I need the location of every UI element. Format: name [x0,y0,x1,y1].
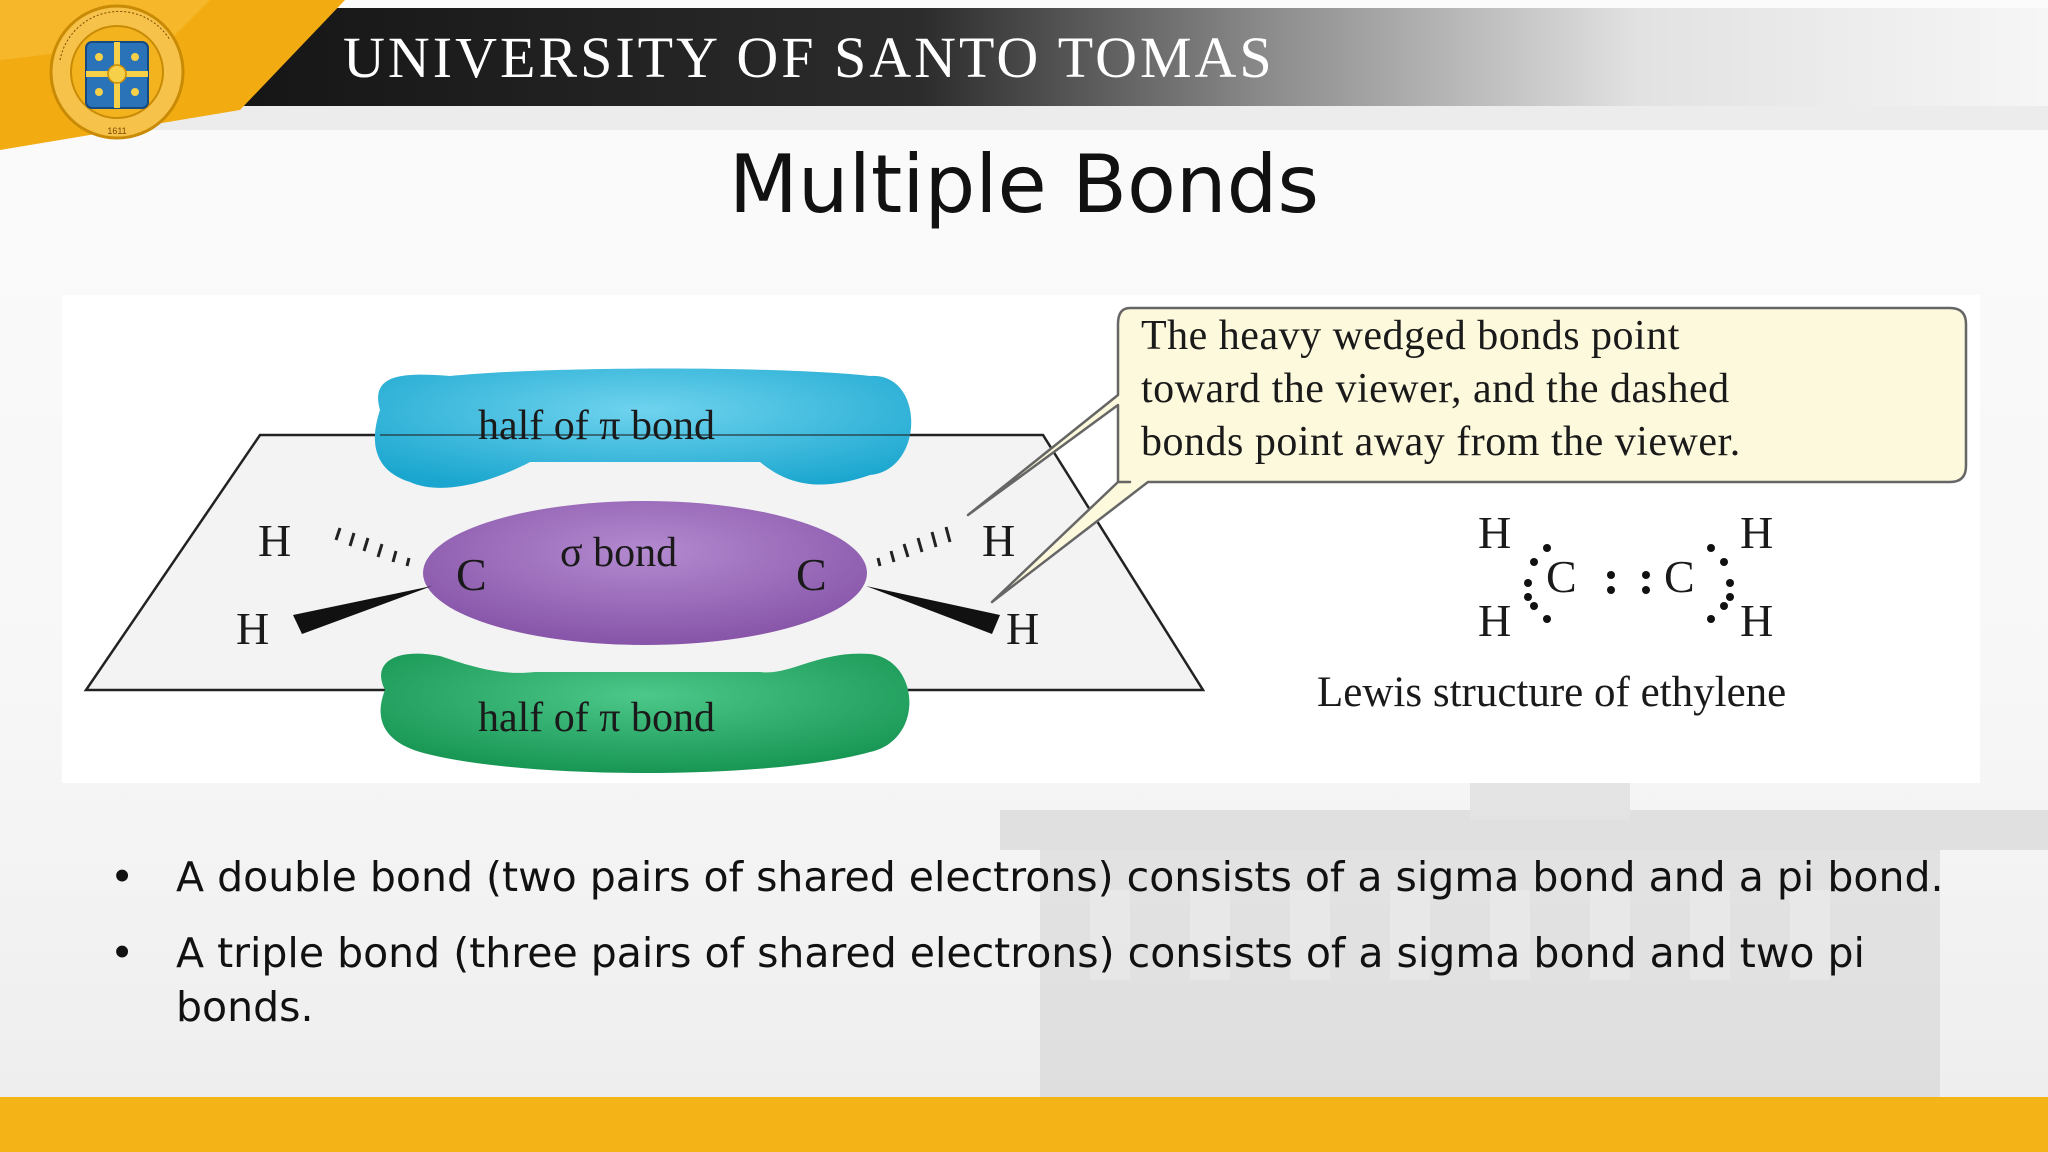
left-carbon-label: C [456,549,487,600]
bullet-text: A double bond (two pairs of shared elect… [176,853,1944,901]
bullet-list: • A double bond (two pairs of shared ele… [108,850,1988,1056]
lewis-h-bottom-right: H [1740,595,1774,646]
pi-bond-bottom-label: half of π bond [478,695,715,741]
university-name: UNIVERSITY OF SANTO TOMAS [343,25,1275,90]
callout-line: bonds point away from the viewer. [1141,419,1741,465]
right-wedge-bond [866,586,1000,634]
pi-bond-bottom-lobe [380,653,910,773]
bullet-text: A triple bond (three pairs of shared ele… [176,929,1865,1031]
lewis-electron-dots [1524,544,1734,623]
hydrogen-bottom-left: H [236,603,270,654]
svg-text:1611: 1611 [107,126,126,136]
left-wedge-bond [293,586,432,634]
lewis-h-top-right: H [1740,507,1774,558]
right-dashed-bond [876,526,952,567]
pi-bond-top-label: half of π bond [478,403,715,449]
background-building-watermark [1000,740,2048,1100]
bullet-marker: • [110,853,135,901]
lewis-h-bottom-left: H [1478,595,1512,646]
slide-title: Multiple Bonds [728,138,1320,231]
bullet-marker: • [110,929,135,977]
pi-bond-top-lobe [374,368,912,488]
hydrogen-bottom-right: H [1006,603,1040,654]
bullet-item: • A double bond (two pairs of shared ele… [108,850,1988,904]
ethylene-bonding-diagram [83,306,1968,773]
callout-bubble [966,306,1968,604]
sigma-bond-lobe [423,501,867,645]
callout-text: The heavy wedged bonds point toward the … [1141,310,1981,469]
right-carbon-label: C [796,549,827,600]
lewis-c-right: C [1664,551,1695,602]
hydrogen-top-right: H [982,515,1016,566]
lewis-caption: Lewis structure of ethylene [1317,669,1787,716]
callout-line: toward the viewer, and the dashed [1141,366,1730,412]
lewis-h-top-left: H [1478,507,1512,558]
callout-line: The heavy wedged bonds point [1141,313,1680,359]
sigma-bond-label: σ bond [560,530,678,576]
ust-seal-logo: 1611 [0,0,345,150]
bullet-item: • A triple bond (three pairs of shared e… [108,926,1988,1034]
hydrogen-top-left: H [258,515,292,566]
lewis-c-left: C [1546,551,1577,602]
header-band [0,8,2048,130]
left-dashed-bond [334,527,411,567]
footer-band [0,1097,2048,1152]
